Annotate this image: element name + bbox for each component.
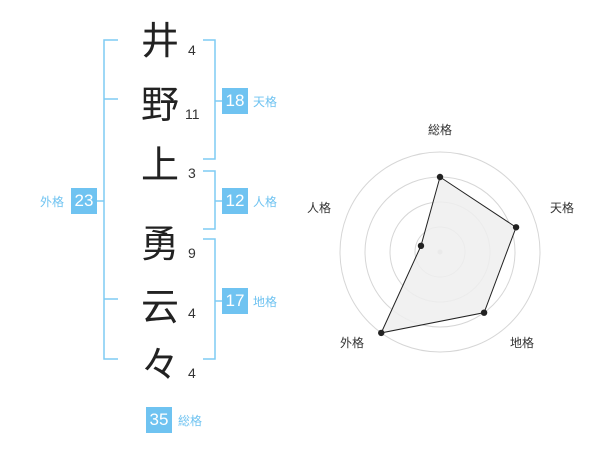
name-char-1: 井: [140, 19, 179, 63]
jinkaku-label: 人格: [253, 195, 278, 209]
radar-polygon: [380, 176, 517, 334]
soukaku-label: 総格: [178, 414, 203, 428]
radar-axis-label-2: 天格: [550, 201, 575, 215]
radar-axis-label-5: 人格: [307, 201, 332, 215]
radar-axis-label-3: 地格: [510, 336, 535, 350]
jinkaku-bracket: [203, 170, 216, 230]
radar-ring-4: [339, 151, 541, 353]
chikaku-label: 地格: [253, 295, 278, 309]
radar-point-1: [436, 173, 444, 181]
jinkaku-value: 12: [222, 188, 248, 214]
chikaku-bracket: [203, 238, 216, 360]
stroke-count-4: 9: [188, 245, 196, 261]
stroke-count-2: 11: [185, 106, 200, 122]
radar-point-2: [512, 224, 520, 231]
gaikaku-value: 23: [71, 188, 97, 214]
tenkaku-value: 18: [222, 88, 248, 114]
radar-axis-label-4: 外格: [340, 336, 365, 350]
soukaku-value: 35: [146, 407, 172, 433]
name-char-3: 上: [140, 143, 179, 187]
stroke-count-5: 4: [188, 305, 196, 321]
name-char-2: 野: [140, 83, 179, 127]
stroke-count-1: 4: [188, 42, 196, 58]
gaikaku-label: 外格: [40, 195, 65, 209]
chikaku-value: 17: [222, 288, 248, 314]
name-char-5: 云: [140, 285, 179, 329]
name-char-4: 勇: [140, 222, 179, 266]
radar-point-4: [378, 329, 385, 337]
stroke-count-6: 4: [188, 365, 196, 381]
tenkaku-label: 天格: [253, 95, 278, 109]
radar-point-3: [480, 309, 488, 316]
tenkaku-bracket: [203, 39, 216, 160]
radar-point-5: [417, 242, 425, 250]
gaikaku-bracket: [103, 39, 118, 360]
name-char-6: 々: [140, 343, 179, 387]
stroke-count-3: 3: [188, 165, 196, 181]
radar-axis-label-1: 総格: [428, 123, 453, 137]
